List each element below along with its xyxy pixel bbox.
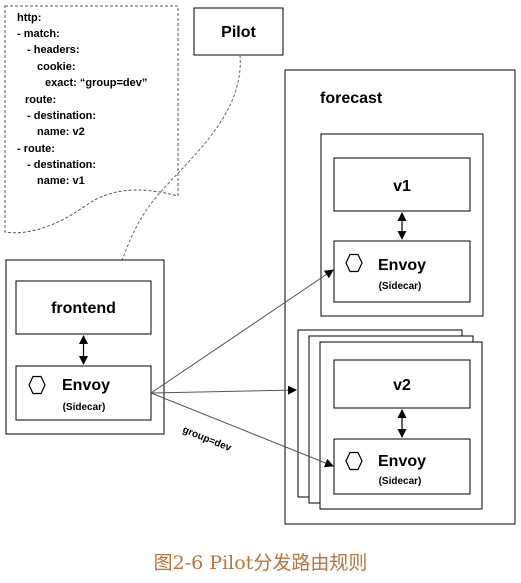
- frontend-envoy-label: Envoy: [62, 377, 110, 394]
- route-arrow-to-v1: [150, 269, 334, 394]
- v2-pod-stack: v2 Envoy (Sidecar): [297, 329, 483, 510]
- config-line: - route:: [17, 143, 55, 155]
- forecast-title: forecast: [320, 90, 383, 107]
- v1-envoy-label: Envoy: [378, 257, 426, 274]
- v1-app-box: [333, 157, 471, 212]
- config-line: - headers:: [27, 44, 80, 56]
- hexagon-icon: [28, 375, 46, 395]
- routing-config-note: http: - match: - headers: cookie: exact:…: [4, 5, 179, 234]
- v1-app-label: v1: [393, 178, 411, 195]
- config-line: cookie:: [37, 61, 76, 73]
- route-arrow-to-v2-pods: [150, 385, 297, 395]
- hexagon-icon: [345, 253, 363, 273]
- config-line: - destination:: [27, 110, 96, 122]
- pilot-box: Pilot: [193, 7, 284, 56]
- route-condition-label: group=dev: [181, 425, 233, 455]
- pilot-label: Pilot: [221, 24, 256, 41]
- config-line: route:: [25, 94, 56, 106]
- v1-pod: v1 Envoy (Sidecar): [320, 133, 484, 317]
- config-line: http:: [17, 12, 41, 24]
- v2-app-box: [333, 359, 471, 409]
- frontend-app-box: [15, 280, 152, 335]
- route-arrow-to-v2-envoy: [150, 392, 334, 468]
- config-line: name: v1: [37, 175, 85, 187]
- v2-envoy-label: Envoy: [378, 453, 426, 470]
- config-line: exact: “group=dev”: [45, 77, 147, 89]
- v1-envoy-sublabel: (Sidecar): [379, 281, 422, 292]
- frontend-pod: frontend Envoy (Sidecar): [5, 259, 165, 435]
- v2-envoy-sublabel: (Sidecar): [379, 476, 422, 487]
- forecast-service: forecast v1 Envoy (Sidecar) v2 Envoy (Si…: [284, 69, 516, 525]
- config-line: name: v2: [37, 126, 85, 138]
- hexagon-icon: [345, 451, 363, 471]
- frontend-app-label: frontend: [51, 300, 116, 317]
- v2-app-label: v2: [393, 377, 411, 394]
- frontend-envoy-sublabel: (Sidecar): [63, 402, 106, 413]
- figure-caption: 图2-6 Pilot分发路由规则: [153, 552, 368, 574]
- config-line: - destination:: [27, 159, 96, 171]
- config-line: - match:: [17, 28, 60, 40]
